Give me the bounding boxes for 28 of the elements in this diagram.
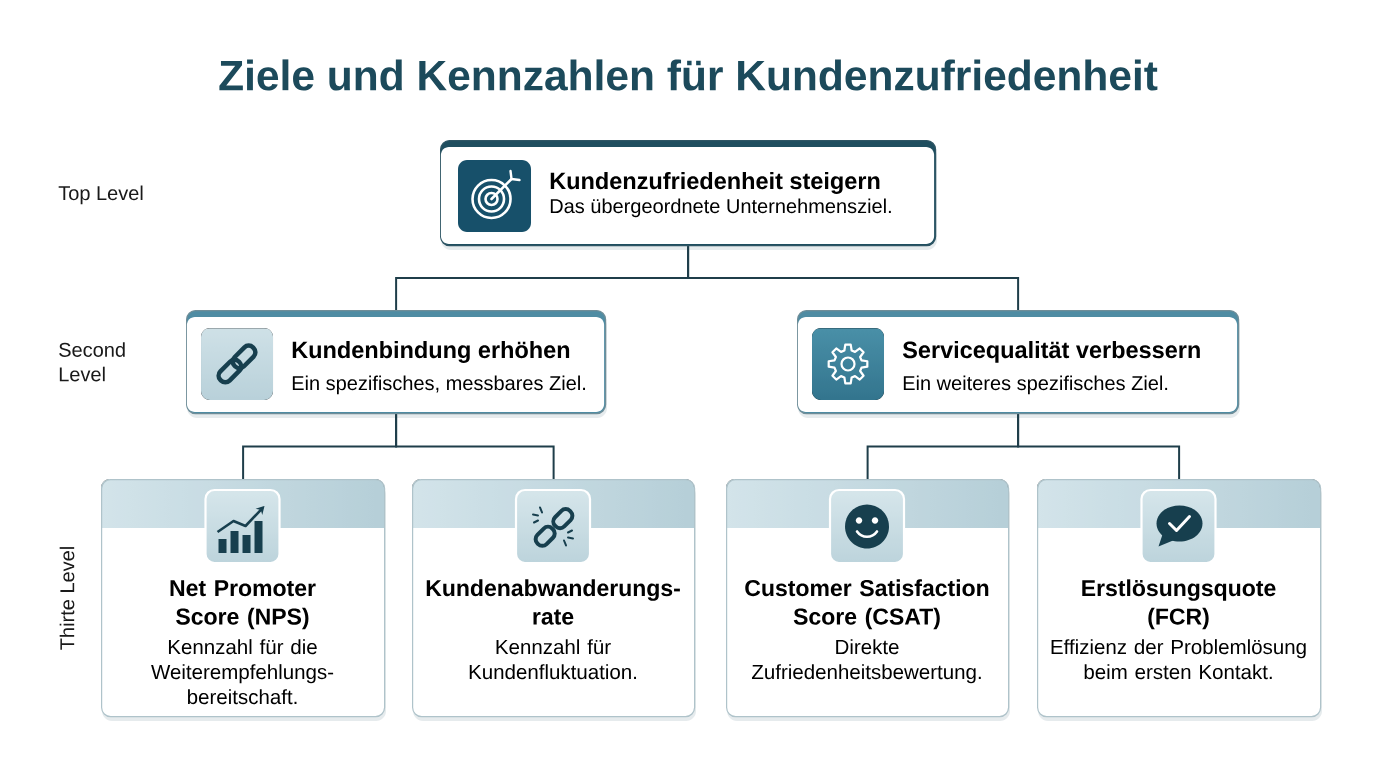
card-title: Customer Satisfaction Score (CSAT): [745, 579, 989, 630]
card-description: Das übergeordnete Unternehmensziel.: [550, 198, 891, 218]
connector-line: [1017, 413, 1181, 480]
connector-line: [687, 245, 1020, 311]
level-label: Second Level: [59, 342, 125, 382]
goal-card: [186, 310, 607, 418]
level-label: Thirte Level: [59, 547, 75, 650]
level-label: Top Level: [58, 185, 143, 205]
card-title: Erstlösungsquote (FCR): [1082, 579, 1276, 630]
card-title: Kundenabwanderungs- rate: [426, 579, 680, 625]
metric-card: [726, 479, 1010, 721]
card-title: Kundenbindung erhöhen: [292, 341, 570, 363]
card-title: Servicequalität verbessern: [902, 341, 1200, 363]
card-description: Direkte Zufriedenheitsbewertung.: [752, 639, 981, 684]
metric-card: [1037, 479, 1322, 721]
goal-card: [440, 140, 937, 250]
metric-card: [412, 479, 696, 721]
card-description: Ein weiteres spezifisches Ziel.: [903, 375, 1168, 395]
card-title: Net Promoter Score (NPS): [170, 580, 316, 630]
diagram-title: Ziele und Kennzahlen für Kundenzufriedenheit: [219, 59, 1158, 91]
connector-line: [395, 413, 555, 480]
goal-card: [797, 310, 1240, 418]
metric-card: [101, 479, 386, 721]
card-description: Kennzahl für Kundenfluktuation.: [469, 639, 636, 680]
card-description: Ein spezifisches, messbares Ziel.: [292, 375, 585, 395]
card-description: Kennzahl für die Weiterempfehlungs- bereitschaft.: [151, 639, 334, 705]
card-title: Kundenzufriedenheit steigern: [550, 172, 880, 194]
card-description: Effizienz der Problemlösung beim ersten Kontakt.: [1051, 639, 1306, 680]
